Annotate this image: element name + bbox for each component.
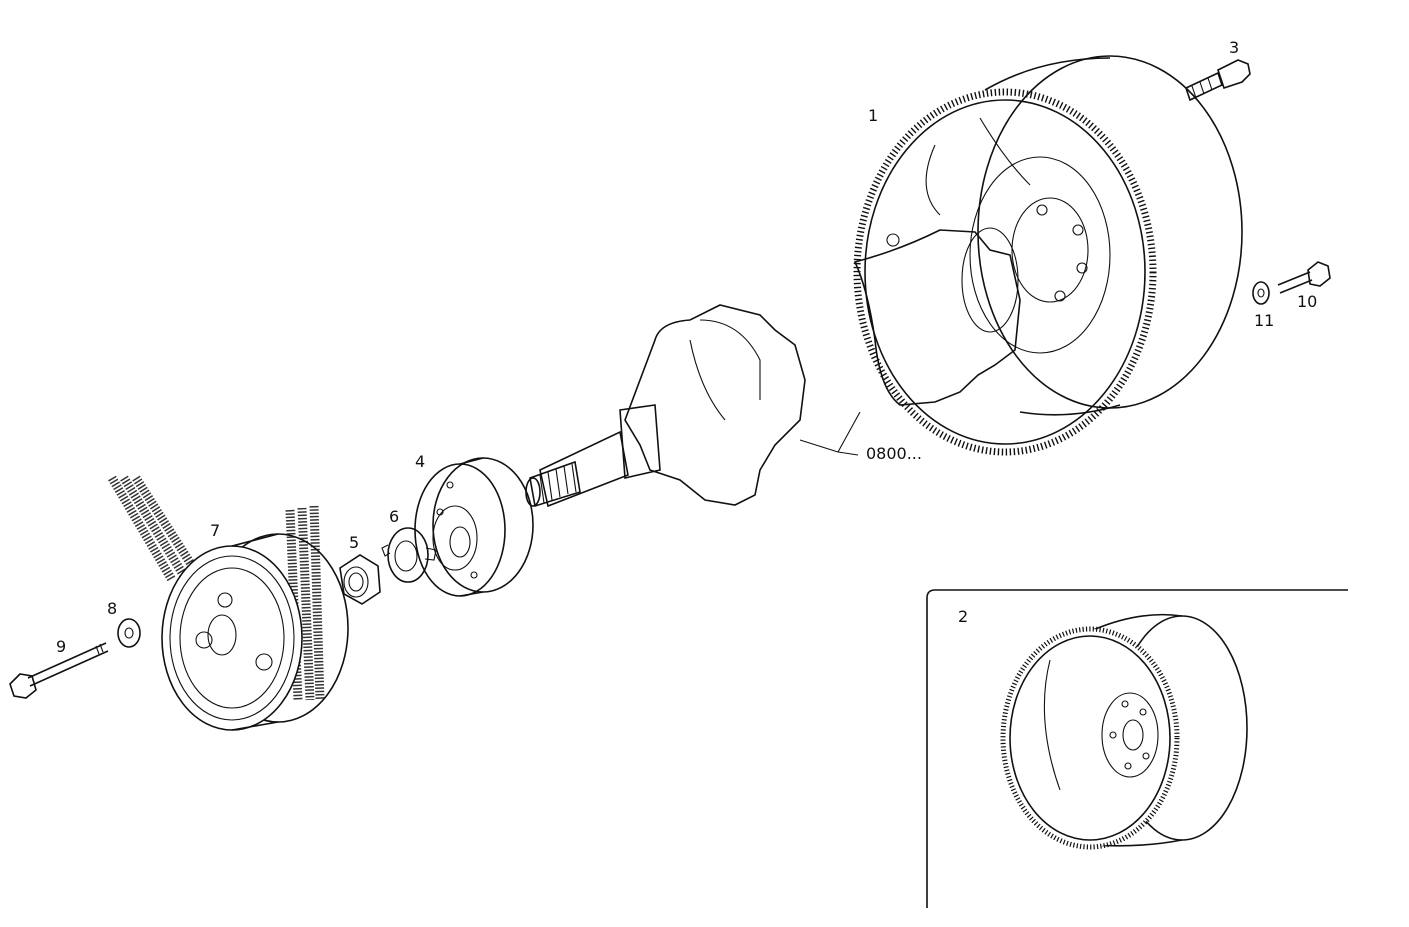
label-flywheel-washer: 11 [1254,311,1274,330]
label-crankshaft-ref: 0800... [866,444,922,463]
pulley-bolt [9,642,109,699]
flywheel-alternative [1000,613,1248,850]
label-washer: 8 [107,599,117,618]
label-lock-washer: 6 [389,507,399,526]
crankshaft [525,227,1021,508]
label-flywheel-alt: 2 [958,607,968,626]
label-flywheel-bolt: 10 [1297,292,1317,311]
label-nut: 5 [349,533,359,552]
crankshaft-hub [414,457,534,597]
label-stud: 3 [1229,38,1239,57]
crank-nut [339,554,381,605]
crank-pulley [161,533,349,731]
flywheel-stud [1185,59,1251,102]
inset-frame [926,589,1348,908]
pulley-washer [117,618,141,648]
flywheel-washer [1252,281,1270,305]
label-hub: 4 [415,452,425,471]
label-pulley: 7 [210,521,220,540]
flywheel-bolt [1277,261,1331,294]
label-pulley-bolt: 9 [56,637,66,656]
lock-washer [381,527,437,583]
label-flywheel: 1 [868,106,878,125]
flywheel-assembly [853,55,1243,456]
